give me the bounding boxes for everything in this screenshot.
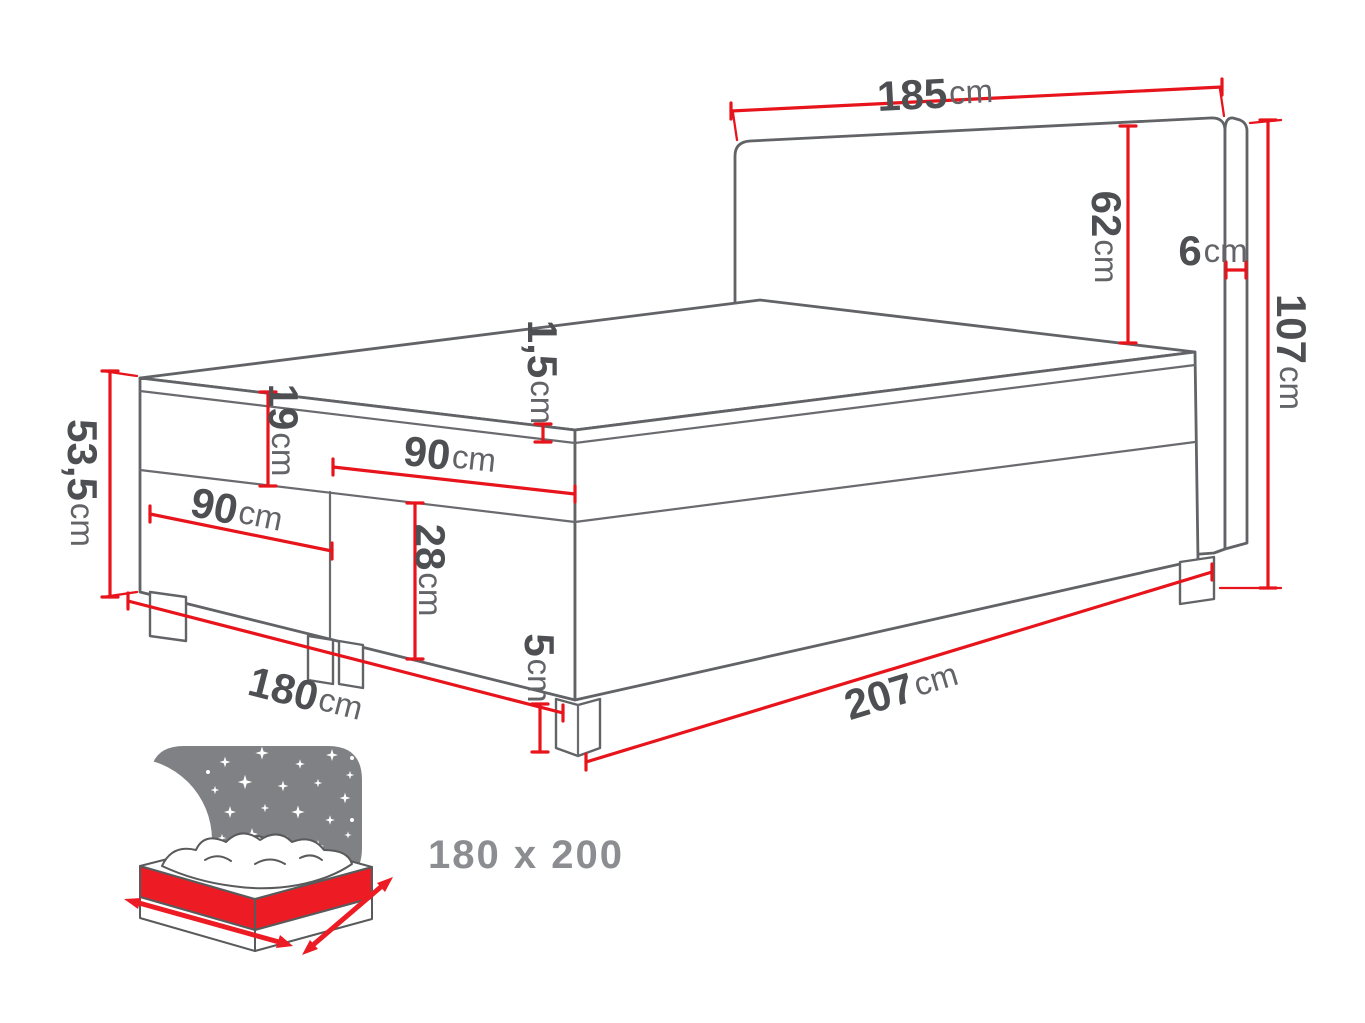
star-dot: [350, 756, 354, 760]
arrow-head: [124, 898, 141, 909]
dim-line: [729, 85, 1224, 113]
arrow-head: [276, 935, 293, 948]
leg-middle-b: [337, 639, 365, 690]
arrow-shaft: [136, 900, 282, 945]
duvet-fold-line: [299, 854, 323, 861]
dim-leg-height-label: 5cm: [517, 633, 564, 702]
dim-side-height-label: 53,5cm: [60, 419, 107, 547]
mattress-base-seam-right: [573, 440, 1197, 524]
dim-leg-height: 5cm: [517, 633, 564, 754]
dim-base-half-width: 90cm: [148, 478, 334, 561]
dim-headboard-thickness: 6cm: [1178, 227, 1248, 280]
dim-headboard-height: 62cm: [1084, 124, 1138, 345]
arrow-head: [302, 940, 318, 955]
leg-left: [148, 590, 188, 643]
star-dot: [350, 818, 354, 822]
width-arrow-icon: [124, 898, 293, 948]
dim-base-half-width-label: 90cm: [187, 478, 287, 543]
dim-bed-length-label: 207cm: [839, 650, 964, 729]
mattress-piping-line-right: [573, 363, 1197, 445]
dim-base-height-label: 28cm: [408, 524, 455, 617]
dim-total-height-label: 107cm: [1269, 294, 1316, 410]
dim-side-height: 53,5cm: [60, 369, 139, 599]
bed-size-icon: 180 x 200: [48, 746, 624, 955]
star-dot: [205, 823, 209, 827]
duvet-fold-line: [204, 855, 232, 862]
size-badge: 180 x 200: [428, 833, 624, 877]
mini-bed-base-right: [254, 897, 373, 952]
dim-line: [584, 570, 1214, 764]
dim-line: [126, 599, 565, 715]
mini-bed-duvet: [161, 832, 353, 890]
dim-mattress-half-width-label: 90cm: [401, 426, 498, 483]
headboard-side-face: [1223, 116, 1249, 551]
leg-right: [1178, 555, 1216, 606]
arrow-head: [377, 877, 393, 892]
dim-headboard-height-label: 62cm: [1084, 191, 1131, 284]
dim-total-height: 107cm: [1218, 118, 1316, 590]
mattress-base-seam-left: [138, 468, 577, 524]
dim-mattress-half-width: 90cm: [331, 426, 577, 504]
dim-extension-line: [731, 111, 739, 142]
dim-bed-length: 207cm: [584, 562, 1214, 772]
star-dot: [206, 770, 210, 774]
dim-line: [331, 465, 577, 496]
duvet-fold-line: [254, 858, 286, 865]
dim-line: [148, 512, 334, 553]
dim-topper-height: 1,5cm: [520, 320, 567, 444]
dim-headboard-thickness-label: 6cm: [1178, 227, 1247, 274]
arrow-shaft: [310, 883, 385, 948]
dim-base-height: 28cm: [405, 501, 455, 661]
dim-mattress-height-label: 19cm: [261, 384, 308, 477]
dim-headboard-width: 185cm: [729, 66, 1226, 142]
depth-arrow-icon: [302, 877, 393, 955]
mattress-piping-line-left: [138, 389, 577, 445]
dim-headboard-width-label: 185cm: [876, 66, 994, 119]
dim-mattress-height: 19cm: [258, 384, 308, 488]
bed-body: [138, 298, 1216, 758]
dim-topper-height-label: 1,5cm: [520, 320, 567, 424]
